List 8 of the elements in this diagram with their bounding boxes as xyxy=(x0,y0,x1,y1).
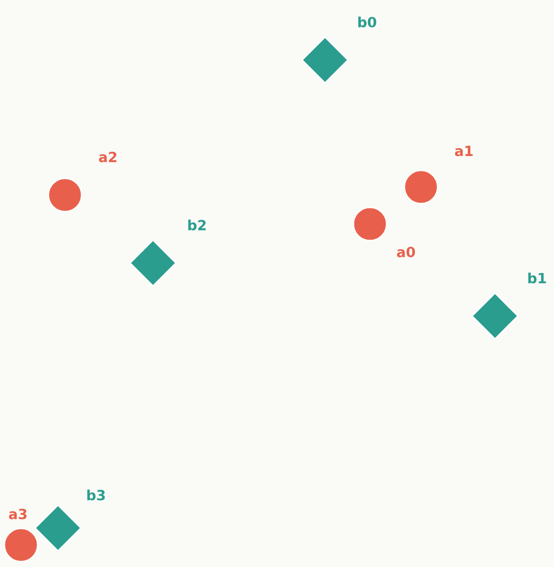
point-label: a1 xyxy=(455,146,473,156)
point-label: a2 xyxy=(99,152,116,162)
point-label: b1 xyxy=(528,272,546,284)
point-label: b3 xyxy=(87,490,105,500)
point-label: b0 xyxy=(358,16,376,28)
point-label: b2 xyxy=(188,220,206,230)
point-label: a3 xyxy=(9,508,26,520)
point-label: a0 xyxy=(397,246,415,258)
